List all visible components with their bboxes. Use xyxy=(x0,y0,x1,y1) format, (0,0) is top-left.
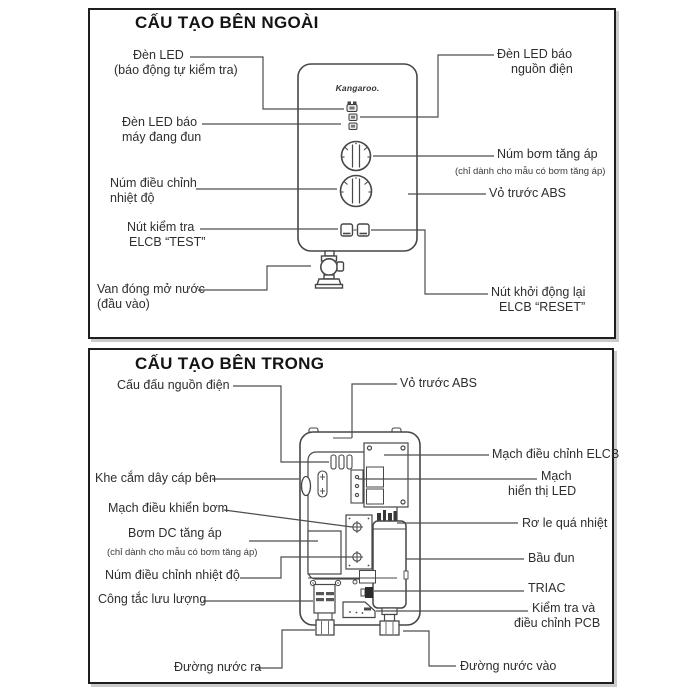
label-reset-button-line2: ELCB “RESET” xyxy=(499,300,586,314)
label-dc-pump-line2: (chỉ dành cho mẫu có bơm tăng áp) xyxy=(107,547,258,558)
label-thermal-relay: Rơ le quá nhiệt xyxy=(522,516,608,530)
label-test-button-line2: ELCB “TEST” xyxy=(129,235,206,249)
label-pump-board: Mạch điều khiển bơm xyxy=(108,501,229,515)
label-cable-slot: Khe cắm dây cáp bên xyxy=(95,471,216,485)
label-led-board-line1: Mạch xyxy=(541,469,572,483)
label-flow-switch: Công tắc lưu lượng xyxy=(98,592,207,606)
label-elcb-board: Mạch điều chỉnh ELCB xyxy=(492,447,620,461)
label-led-heating-line2: máy đang đun xyxy=(122,130,202,144)
label-abs-cover-internal: Vỏ trước ABS xyxy=(400,376,478,390)
label-reset-button-line1: Nút khởi động lại xyxy=(491,285,586,299)
label-pcb-line1: Kiểm tra và xyxy=(532,601,596,615)
label-temp-knob-internal: Núm điều chỉnh nhiệt độ xyxy=(105,568,240,582)
label-pcb-line2: điều chỉnh PCB xyxy=(514,616,601,630)
label-led-board-line2: hiển thị LED xyxy=(508,484,577,498)
label-led-self-check-line2: (báo động tự kiểm tra) xyxy=(114,63,238,77)
label-temp-knob-line2: nhiệt độ xyxy=(110,191,155,205)
label-heating-tank: Bầu đun xyxy=(528,551,575,565)
label-led-power-line1: Đèn LED báo xyxy=(497,47,573,61)
label-led-self-check-line1: Đèn LED xyxy=(133,48,184,62)
label-water-in: Đường nước vào xyxy=(460,659,557,673)
label-test-button-line1: Nút kiểm tra xyxy=(127,220,195,234)
label-terminal-block: Cấu đấu nguồn điện xyxy=(117,378,230,392)
label-dc-pump-line1: Bơm DC tăng áp xyxy=(128,526,222,540)
kangaroo-logo: Kangaroo. xyxy=(335,83,380,93)
label-valve-line2: (đầu vào) xyxy=(97,297,150,311)
label-pump-knob-line2: (chỉ dành cho mẫu có bơm tăng áp) xyxy=(455,166,606,177)
label-temp-knob-line1: Núm điều chỉnh xyxy=(110,176,197,190)
label-triac: TRIAC xyxy=(528,581,566,595)
label-led-heating-line1: Đèn LED báo xyxy=(122,115,198,129)
label-abs-cover-external: Vỏ trước ABS xyxy=(489,186,567,200)
label-water-out: Đường nước ra xyxy=(174,660,262,674)
label-pump-knob-line1: Núm bơm tăng áp xyxy=(497,147,598,161)
external-panel-title: CẤU TẠO BÊN NGOÀI xyxy=(135,13,319,32)
label-led-power-line2: nguồn điện xyxy=(511,62,573,76)
label-valve-line1: Van đóng mở nước xyxy=(97,282,205,296)
internal-panel-title: CẤU TẠO BÊN TRONG xyxy=(135,354,325,373)
